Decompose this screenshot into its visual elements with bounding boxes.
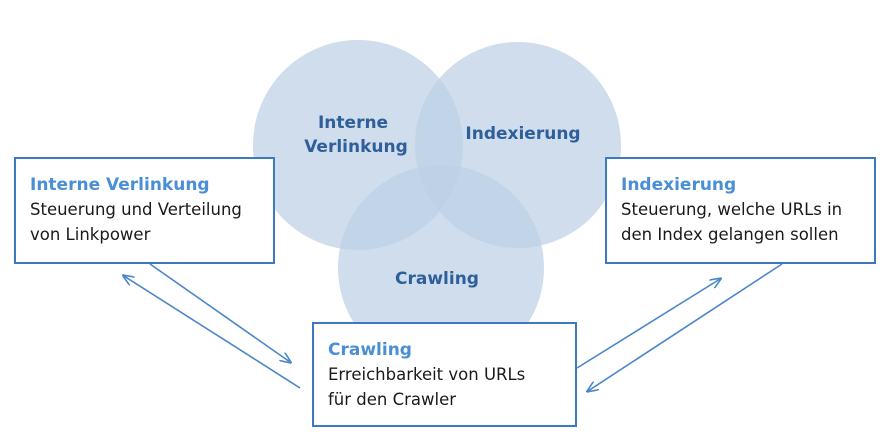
double-arrow-left	[124, 263, 301, 389]
box-text-line: Steuerung und Verteilung	[30, 200, 242, 219]
info-box-crawling: Crawling Erreichbarkeit von URLs für den…	[312, 322, 577, 427]
box-text-line: den Index gelangen sollen	[621, 225, 839, 244]
box-title: Crawling	[328, 340, 412, 360]
venn-circle-crawling	[338, 165, 544, 371]
venn-label-interne-verlinkung: Interne Verlinkung	[304, 113, 408, 157]
box-title: Indexierung	[621, 175, 737, 195]
box-text-line: von Linkpower	[30, 225, 151, 244]
info-box-indexierung: Indexierung Steuerung, welche URLs in de…	[605, 157, 876, 264]
venn-label-crawling: Crawling	[395, 269, 479, 289]
info-box-interne-verlinkung: Interne Verlinkung Steuerung und Verteil…	[14, 157, 275, 264]
box-title: Interne Verlinkung	[30, 175, 210, 195]
box-text-line: Steuerung, welche URLs in	[621, 200, 843, 219]
double-arrow-right	[576, 263, 783, 391]
venn-label-indexierung: Indexierung	[465, 124, 580, 144]
box-text-line: Erreichbarkeit von URLs	[328, 365, 526, 384]
box-text-line: für den Crawler	[328, 390, 457, 409]
